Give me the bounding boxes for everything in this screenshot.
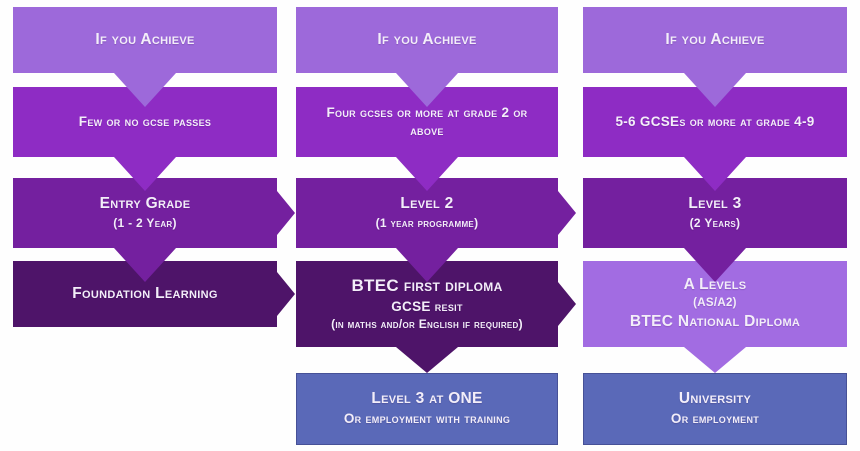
box-label: Four gcses or more at grade 2 or above (326, 104, 528, 138)
box-label: If you Achieve (665, 30, 765, 48)
box-label: 5-6 GCSEs or more at grade 4-9 (615, 113, 815, 129)
box-if-you-achieve-2: If you Achieve (296, 7, 558, 107)
down-arrow-icon (396, 347, 458, 373)
box-subtitle: (2 Years) (689, 216, 741, 231)
box-title: A Levels (683, 276, 747, 294)
box-label: Few or no gcse passes (78, 113, 212, 129)
box-title: Level 3 (688, 195, 742, 213)
right-arrow-icon (558, 191, 576, 235)
down-arrow-icon (684, 347, 746, 373)
box-subtitle: (1 year programme) (375, 216, 479, 231)
right-arrow-icon (558, 282, 576, 326)
column-foundation-pathway: If you Achieve Few or no gcse passes Ent… (13, 0, 295, 451)
box-title: Entry Grade (99, 195, 191, 213)
box-if-you-achieve-1: If you Achieve (13, 7, 277, 107)
box-note: (in maths and/or English if required) (331, 317, 523, 332)
box-university-or-employment: University Or employment (583, 373, 847, 445)
box-subtitle: Or employment with training (343, 411, 511, 427)
right-arrow-icon (277, 191, 295, 235)
box-title: Level 2 (400, 195, 454, 213)
box-label: If you Achieve (377, 30, 477, 48)
box-subtitle: Or employment (670, 411, 760, 427)
box-title: University (678, 390, 752, 408)
column-level-3-pathway: If you Achieve 5-6 GCSEs or more at grad… (583, 0, 847, 451)
box-subtitle: (1 - 2 Year) (113, 216, 177, 231)
right-arrow-icon (277, 272, 295, 316)
box-level-3-at-one: Level 3 at ONE Or employment with traini… (296, 373, 558, 445)
box-subtitle: (AS/A2) (693, 297, 737, 310)
box-title: BTEC first diploma (351, 276, 503, 296)
box-title: Level 3 at ONE (371, 390, 483, 408)
box-label: Foundation Learning (72, 284, 218, 302)
box-subtitle: GCSE resit (391, 299, 463, 315)
box-label: If you Achieve (95, 30, 195, 48)
box-secondary-title: BTEC National Diploma (629, 312, 801, 330)
column-level-2-pathway: If you Achieve Four gcses or more at gra… (296, 0, 576, 451)
box-if-you-achieve-3: If you Achieve (583, 7, 847, 107)
